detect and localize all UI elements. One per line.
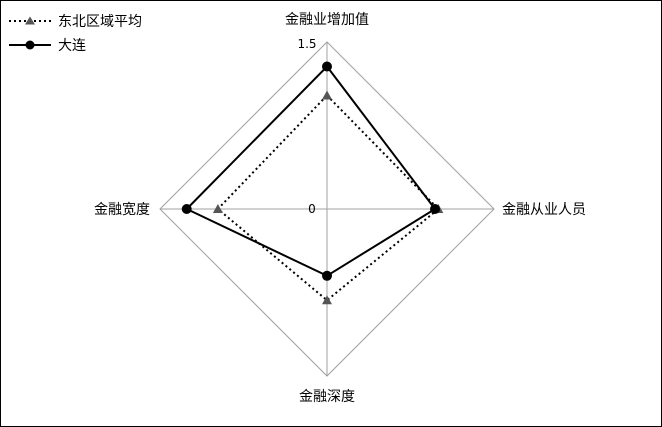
- legend-marker-circle: [25, 40, 35, 50]
- legend-label-dalian: 大连: [58, 38, 86, 54]
- axis-label-employees: 金融从业人员: [502, 202, 586, 218]
- data-point-dalian-depth: [322, 270, 332, 281]
- data-point-dalian-value-added: [322, 61, 332, 72]
- data-point-northeast-average-value-added: [322, 90, 332, 100]
- legend-item-dalian: 大连: [9, 38, 86, 54]
- tick-label-max: 1.5: [297, 37, 316, 51]
- legend: 东北区域平均 大连: [9, 14, 142, 54]
- tick-label-zero: 0: [308, 202, 316, 216]
- series-line-dalian: [185, 64, 437, 277]
- axis-label-value-added: 金融业增加值: [285, 12, 369, 28]
- series-line-northeast-average: [216, 94, 440, 302]
- data-point-dalian-breadth: [181, 204, 192, 214]
- data-point-dalian-employees: [429, 204, 440, 214]
- legend-item-northeast-average: 东北区域平均: [9, 14, 142, 30]
- data-point-northeast-average-breadth: [212, 204, 223, 213]
- axis-label-breadth: 金融宽度: [94, 201, 150, 218]
- legend-label-northeast-average: 东北区域平均: [58, 14, 142, 30]
- data-point-northeast-average-depth: [322, 295, 332, 305]
- axis-label-depth: 金融深度: [299, 389, 355, 405]
- radar-series: [181, 61, 444, 305]
- legend-marker-triangle: [25, 16, 35, 25]
